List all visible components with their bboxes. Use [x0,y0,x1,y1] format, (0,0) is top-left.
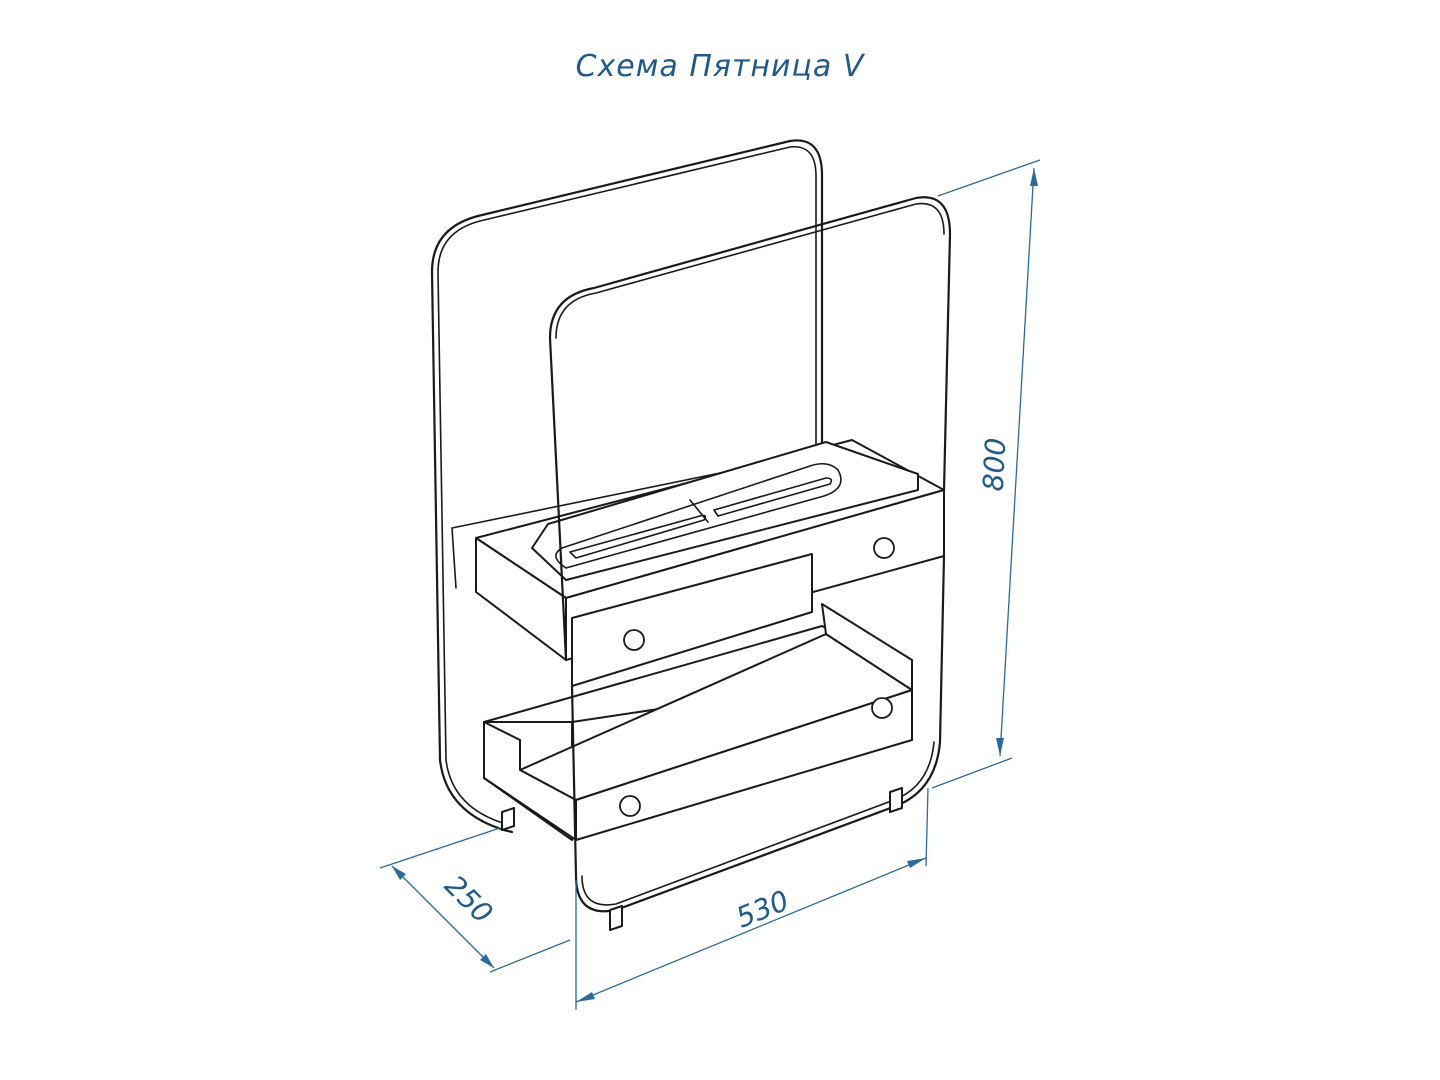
dim-250-arrow-front [480,954,494,968]
diagram-title: Схема Пятница V [576,49,866,84]
dim-height-label: 800 [977,437,1013,492]
knob-drawer-icon [623,629,645,651]
dim-530-arrow-left [576,992,595,1002]
foot-back-left [501,807,515,831]
knob-burner-icon [873,537,895,559]
lower-shelf-front-rail [483,721,577,841]
middle-shelf-side [821,603,913,691]
dim-530-line [575,857,927,1003]
dim-800-arrow-bottom [996,738,1004,756]
dim-530-ext-right [925,787,929,867]
foot-front-right [889,787,903,813]
dim-250-line [391,865,495,969]
dim-width-label: 530 [731,884,793,935]
dim-800-ext-bottom [931,757,1013,789]
dim-800-ext-top [937,159,1041,197]
dim-530-arrow-right [907,858,926,868]
knob-shelf-right-icon [871,697,893,719]
burner-slot-right [713,477,833,517]
dim-250-ext-back [379,827,501,869]
back-glass-panel-inner [437,145,817,825]
knob-shelf-left-icon [619,795,641,817]
dim-800-line [999,167,1035,757]
burner-slot-left [569,514,707,559]
dim-250-ext-front [489,939,571,973]
dim-800-arrow-top [1030,168,1038,186]
drawer-front [571,553,813,687]
burner-insert-inner [555,462,842,569]
burner-insert [531,441,919,581]
burner-divider [689,499,709,523]
dim-250-arrow-back [392,866,406,880]
foot-front-left [609,905,623,931]
